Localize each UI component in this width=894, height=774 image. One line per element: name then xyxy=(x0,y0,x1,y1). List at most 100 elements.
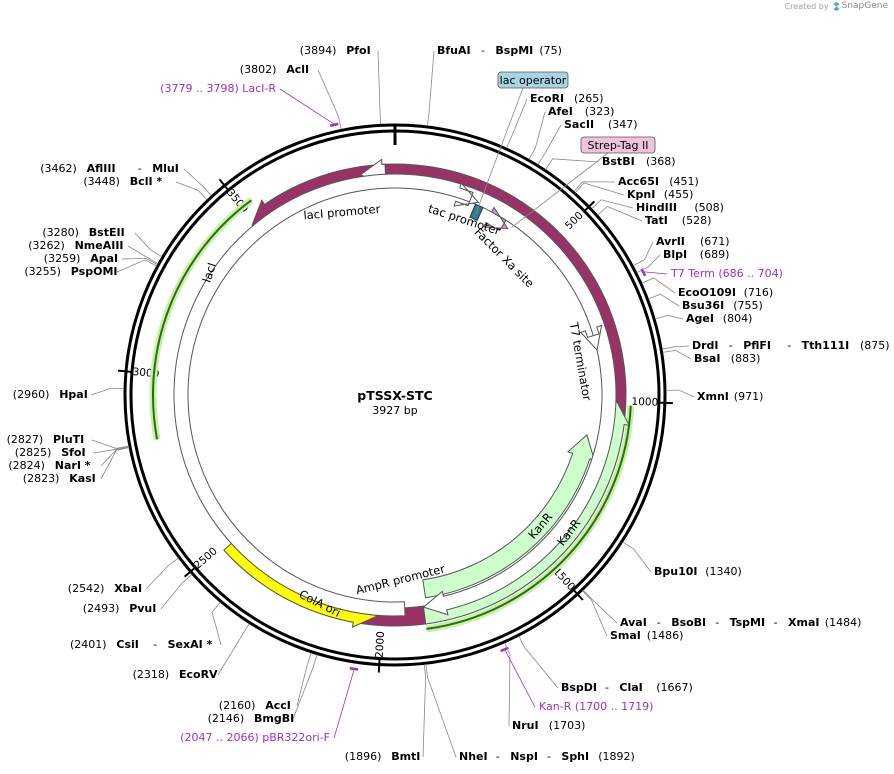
leader-sfoi xyxy=(92,446,130,454)
enzyme-label-afei-pos: (323) xyxy=(585,105,615,118)
enzyme-label-nmeaiii-pos: (3262) xyxy=(28,239,65,252)
leader-pvui xyxy=(160,574,193,610)
laci-highlight-arc xyxy=(152,199,253,440)
enzyme-label-avai-bsobi-tspmi-xmai-pos: - xyxy=(774,616,778,629)
leader-csii-sexai xyxy=(211,602,222,646)
enzyme-label-xbai-pos: (2542) xyxy=(68,582,105,595)
plasmid-name: pTSSX-STC xyxy=(357,388,432,403)
enzyme-label-ecori-pos: (265) xyxy=(574,92,604,105)
leader-acc65i xyxy=(573,181,616,192)
leader-apai xyxy=(121,257,158,265)
tick-label: 1000 xyxy=(631,396,658,409)
enzyme-label-acci-name: AccI xyxy=(265,699,291,712)
enzyme-label-nhei-nspi-sphi-pos: - xyxy=(547,750,551,763)
enzyme-label-xmni-name: XmnI xyxy=(697,390,729,403)
enzyme-label-aflIII-mlui-pos: (3462) xyxy=(40,162,77,175)
factor-xa-arrow xyxy=(482,206,509,232)
leader-nhei-nspi-sphi xyxy=(425,664,457,758)
t7-terminator-label: T7 terminator xyxy=(567,320,595,402)
leader-lines xyxy=(90,50,695,758)
leader-nari xyxy=(100,446,130,467)
callout-box-lac-operator xyxy=(497,71,569,89)
enzyme-label-csii-sexai-name: SexAI * xyxy=(168,638,213,651)
enzyme-label-sfoi-name: SfoI xyxy=(61,446,85,459)
leader-smai xyxy=(582,590,608,637)
leader-kpni xyxy=(575,182,625,196)
enzyme-label-smai-pos: (1486) xyxy=(647,629,684,642)
enzyme-label-hpai-pos: (2960) xyxy=(13,388,50,401)
leader-ecorv xyxy=(217,623,250,676)
laci-label: lacI xyxy=(200,261,219,284)
leader-aflIII-mlui xyxy=(183,168,212,196)
enzyme-label-ecori-name: EcoRI xyxy=(530,92,564,105)
enzyme-label-csii-sexai-name: CsiI xyxy=(116,638,138,651)
enzyme-label-pfoi-name: PfoI xyxy=(346,44,371,57)
enzyme-label-bstbi-name: BstBI xyxy=(602,155,635,168)
leader-bmti xyxy=(422,664,427,758)
backbone xyxy=(123,123,667,667)
enzyme-label-avrii-pos: (671) xyxy=(700,235,730,248)
tick-label: 2000 xyxy=(374,631,388,658)
enzyme-label-smai-name: SmaI xyxy=(610,629,641,642)
leader-blpi xyxy=(636,254,661,274)
enzyme-label-bsai-pos: (883) xyxy=(731,352,761,365)
enzyme-label-drdi-pflfi-tth111i-name: PflFI xyxy=(743,339,771,352)
callout-leader-strep-tag-ii xyxy=(511,152,609,228)
leader-bfuai-bspmi xyxy=(427,50,435,126)
leader-bsteii xyxy=(134,232,163,258)
tick-label: 2500 xyxy=(192,545,220,572)
tick-mark xyxy=(183,566,197,578)
tick-mark xyxy=(117,369,134,373)
enzyme-label-bfuai-bspmi-name: BspMI xyxy=(495,44,533,57)
enzyme-label-nari-name: NarI * xyxy=(55,459,91,472)
kanr-inner-arrow xyxy=(422,434,596,599)
leader-sacii xyxy=(537,124,562,165)
tick-label: 500 xyxy=(563,210,586,233)
primer-mark-pbr322ori-f xyxy=(349,667,359,671)
enzyme-label-drdi-pflfi-tth111i-pos: - xyxy=(787,339,791,352)
enzyme-label-avai-bsobi-tspmi-xmai-pos: (1484) xyxy=(825,616,862,629)
enzyme-label-aflIII-mlui-name: MluI xyxy=(152,162,179,175)
primer-leader-kan-r xyxy=(504,650,536,708)
enzyme-label-drdi-pflfi-tth111i-pos: - xyxy=(729,339,733,352)
enzyme-label-bsteii-name: BstEII xyxy=(89,226,125,239)
leader-bmgbi xyxy=(292,654,318,720)
enzyme-label-eco0109i-name: EcoO109I xyxy=(678,286,736,299)
enzyme-label-nrui-name: NruI xyxy=(512,719,539,732)
enzyme-label-bsu36i-pos: (755) xyxy=(733,299,763,312)
enzyme-label-avai-bsobi-tspmi-xmai-name: BsoBI xyxy=(671,616,706,629)
enzyme-label-nmeaiii-name: NmeAIII xyxy=(75,239,124,252)
leader-acli xyxy=(317,69,342,130)
t7-terminator-arrow xyxy=(579,324,603,352)
primer-mark-laci-r xyxy=(329,122,339,127)
enzyme-label-hpai-name: HpaI xyxy=(59,388,88,401)
enzyme-label-sacii-pos: (347) xyxy=(608,118,638,131)
brand-name: SnapGene xyxy=(841,1,888,11)
primer-label-kan-r: Kan-R (1700 .. 1719) xyxy=(539,700,653,713)
enzyme-label-avai-bsobi-tspmi-xmai-pos: - xyxy=(715,616,719,629)
enzyme-label-drdi-pflfi-tth111i-pos: (875) xyxy=(860,339,890,352)
enzyme-label-kpni-pos: (455) xyxy=(664,188,694,201)
enzyme-label-bmgbi-name: BmgBI xyxy=(254,712,294,725)
tick-mark xyxy=(571,588,584,601)
leader-ecori xyxy=(506,98,528,149)
enzyme-label-aflIII-mlui-pos: - xyxy=(138,162,142,175)
leader-bsai xyxy=(662,349,692,360)
leader-xmni xyxy=(665,389,695,398)
enzyme-label-bpu10i-name: Bpu10I xyxy=(654,565,698,578)
enzyme-label-bmgbi-pos: (2146) xyxy=(208,712,245,725)
enzyme-label-nhei-nspi-sphi-name: NheI xyxy=(459,750,488,763)
enzyme-label-bcli-pos: (3448) xyxy=(83,175,120,188)
enzyme-label-nrui-pos: (1703) xyxy=(549,719,586,732)
enzyme-label-pluti-pos: (2827) xyxy=(7,433,44,446)
enzyme-label-nhei-nspi-sphi-name: NspI xyxy=(510,750,538,763)
enzyme-label-avai-bsobi-tspmi-xmai-name: TspMI xyxy=(730,616,766,629)
enzyme-label-acc65i-pos: (451) xyxy=(669,175,699,188)
leader-avai-bsobi-tspmi-xmai xyxy=(582,589,618,624)
primer-leader-t7-term xyxy=(644,271,668,275)
enzyme-label-pluti-name: PluTI xyxy=(53,433,84,446)
enzyme-label-avai-bsobi-tspmi-xmai-name: AvaI xyxy=(620,616,647,629)
enzyme-label-bsu36i-name: Bsu36I xyxy=(682,299,724,312)
